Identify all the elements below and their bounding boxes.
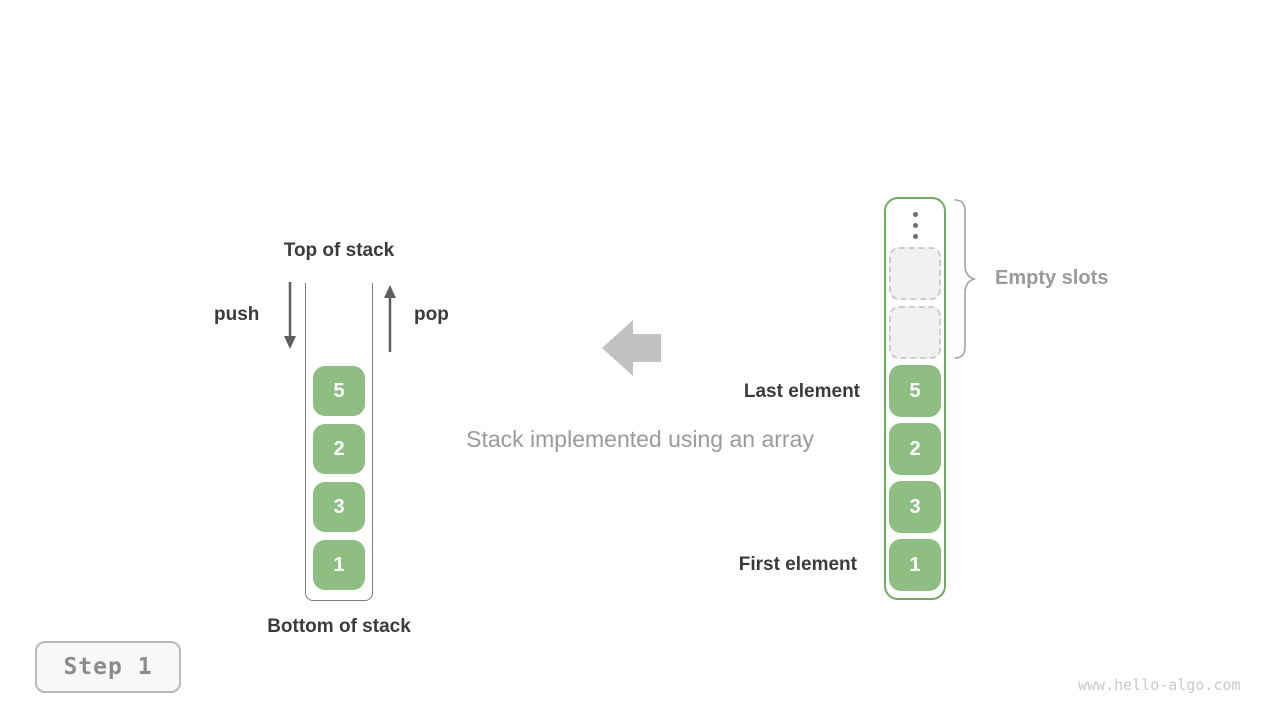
stack-cell: 2 [313, 424, 365, 474]
array-cell: 5 [889, 365, 941, 417]
stack-bottom-label: Bottom of stack [267, 616, 411, 637]
array-cell: 2 [889, 423, 941, 475]
left-block-arrow-icon [602, 320, 661, 376]
array-cell: 1 [889, 539, 941, 591]
stack-cell: 3 [313, 482, 365, 532]
stack-container: 5 2 3 1 [305, 283, 373, 601]
pop-arrow-icon [384, 285, 396, 352]
diagram-caption: Stack implemented using an array [466, 426, 814, 452]
push-arrow-icon [284, 282, 296, 349]
step-badge: Step 1 [35, 641, 181, 693]
stack-cell: 5 [313, 366, 365, 416]
empty-slot [889, 247, 941, 300]
array-cell: 3 [889, 481, 941, 533]
pop-label: pop [414, 304, 449, 325]
array-container: 5 2 3 1 [884, 197, 946, 600]
last-element-label: Last element [743, 381, 860, 402]
curly-brace [954, 199, 977, 359]
push-label: push [214, 304, 260, 325]
empty-slot [889, 306, 941, 359]
first-element-label: First element [738, 554, 857, 575]
watermark: www.hello-algo.com [1078, 676, 1241, 694]
empty-slots-label: Empty slots [995, 267, 1109, 289]
ellipsis-icon [912, 209, 918, 241]
stack-cell: 1 [313, 540, 365, 590]
stack-top-label: Top of stack [283, 240, 395, 261]
